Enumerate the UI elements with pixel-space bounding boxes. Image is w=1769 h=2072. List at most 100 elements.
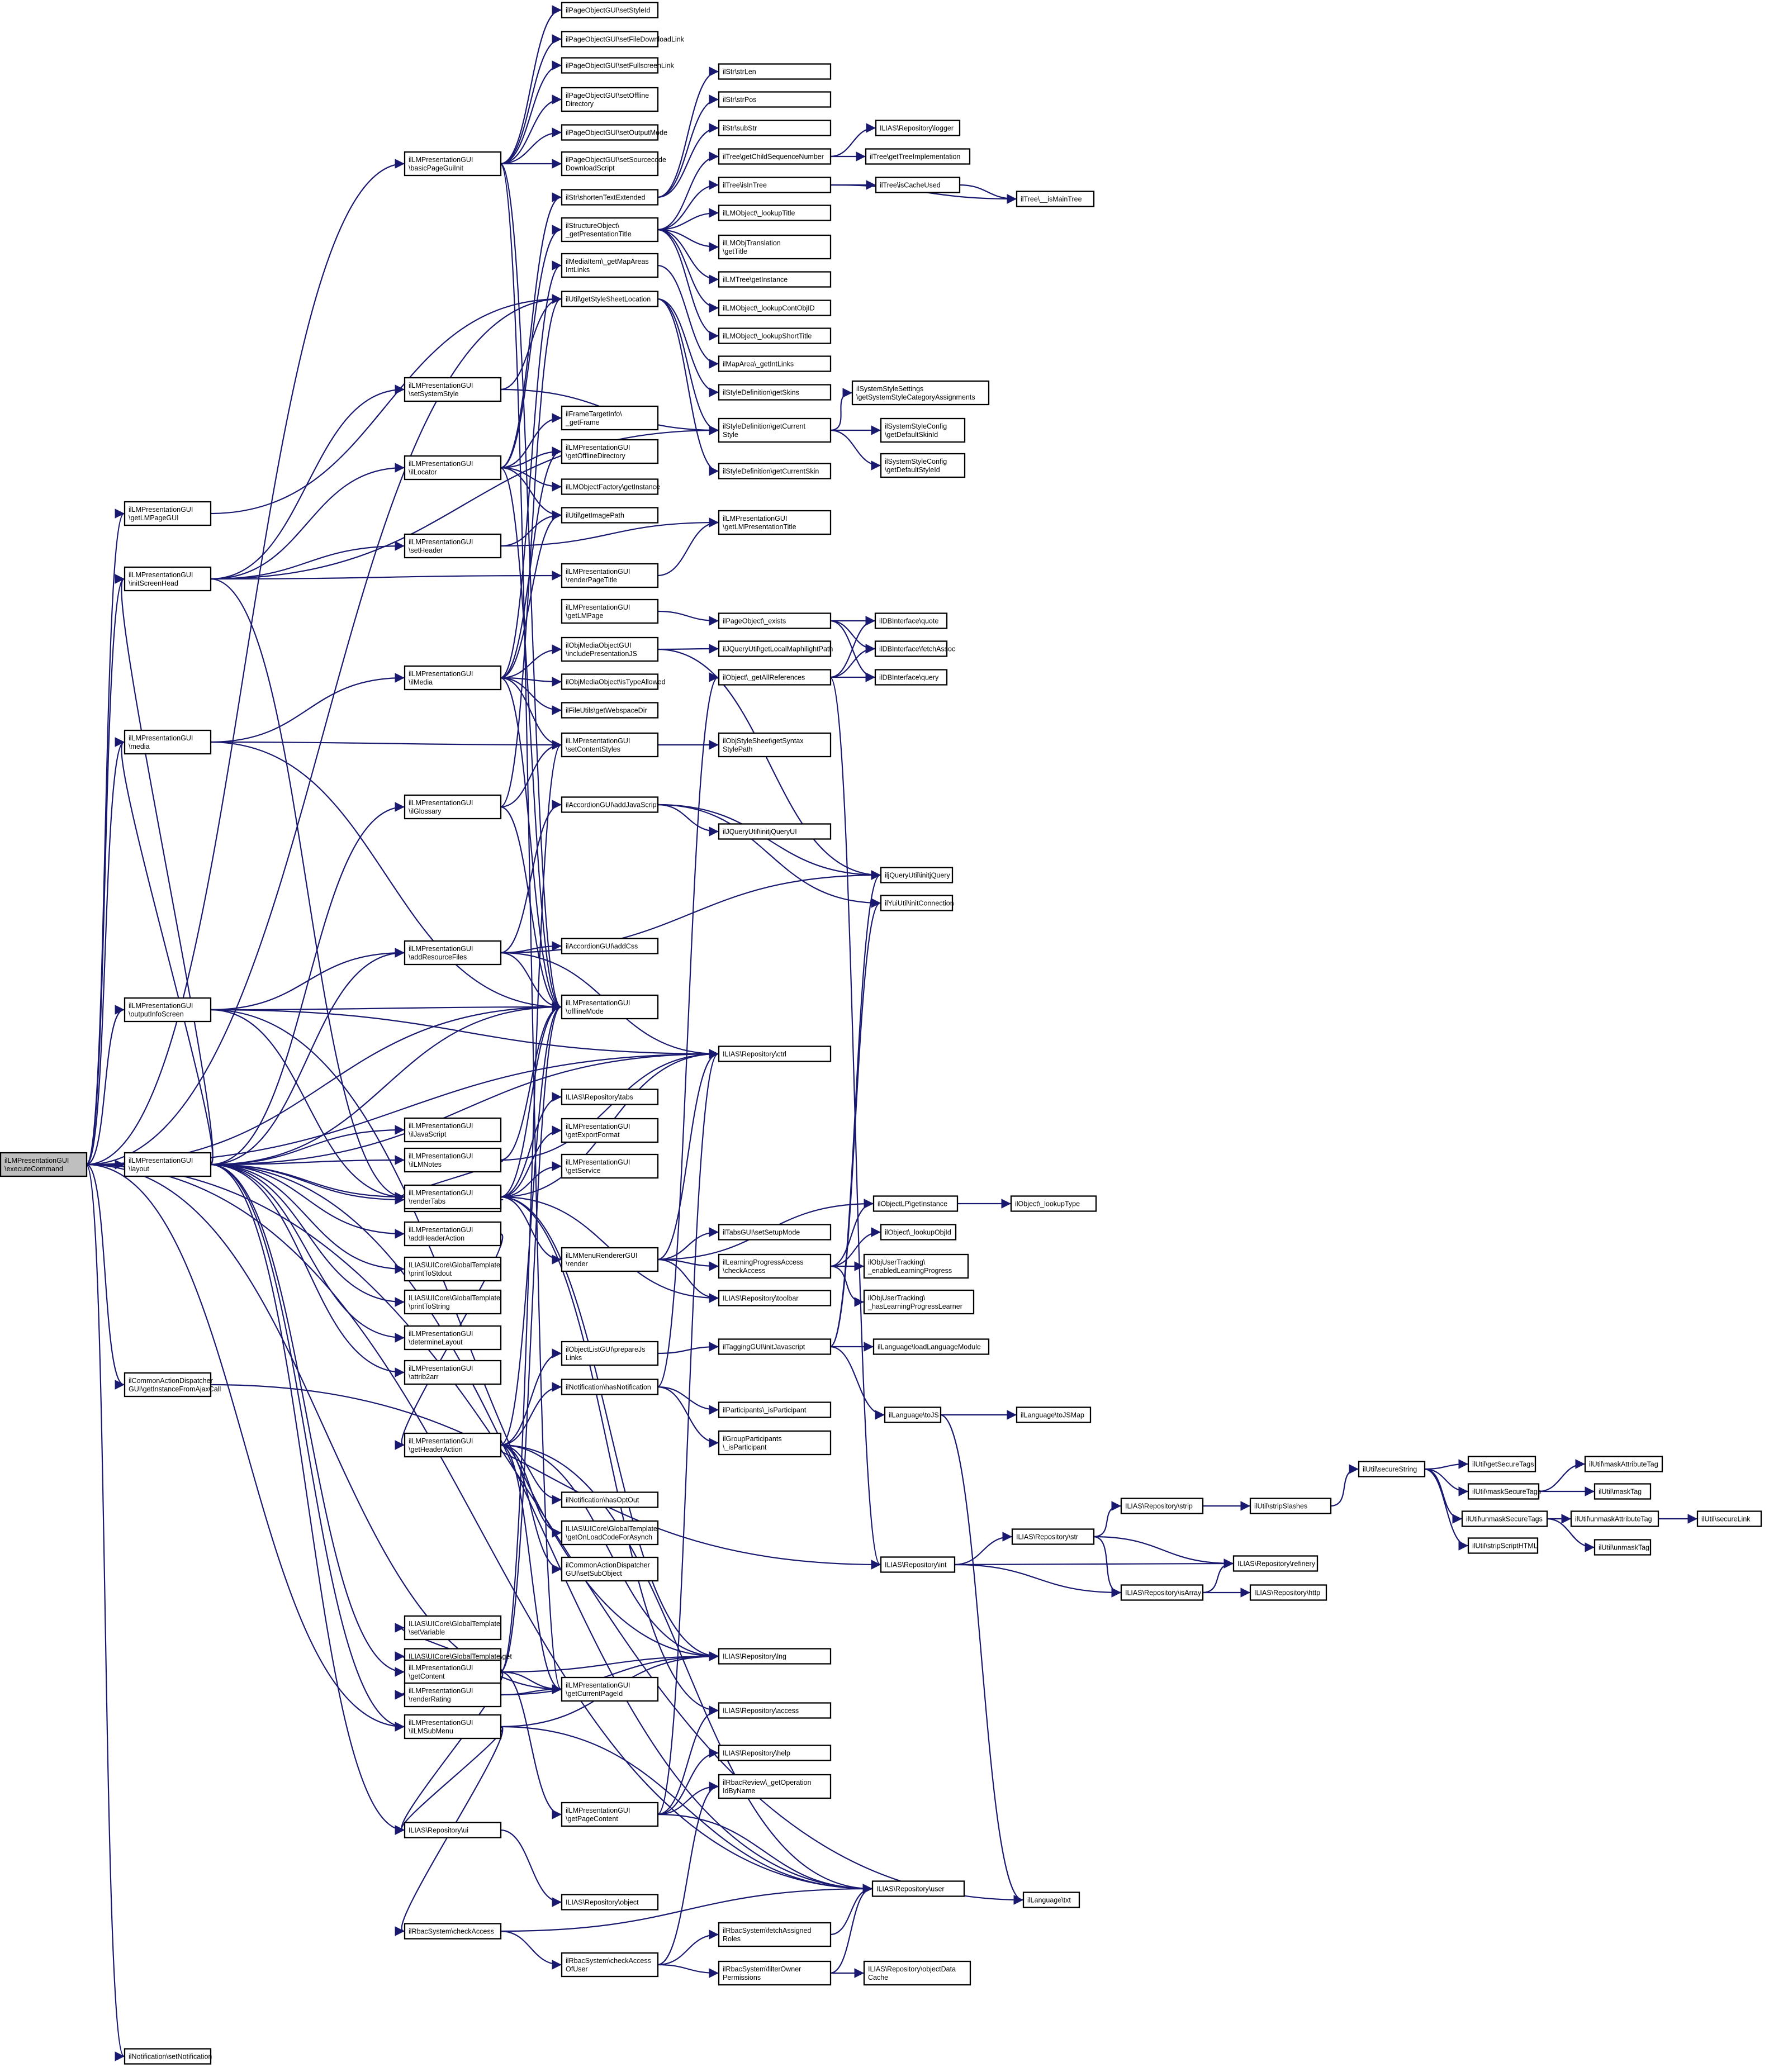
node-n61[interactable]: ilNotification\hasOptOut [561,1491,659,1508]
node-n95[interactable]: ILIAS\Repository\lng [718,1648,832,1665]
node-n76[interactable]: ilLMObject\_lookupContObjID [718,300,832,316]
node-n29[interactable]: ilLMPresentationGUI\ilLMSubMenu [404,1714,502,1740]
node-n1[interactable]: ilLMPresentationGUI\getLMPageGUI [124,501,212,526]
node-n116[interactable]: ilObjUserTracking\_hasLearningProgressLe… [863,1289,975,1315]
node-n18[interactable]: ILIAS\UICore\GlobalTemplate\printToStdou… [404,1256,502,1282]
node-n122[interactable]: ilLanguage\txt [1022,1892,1080,1908]
node-n78[interactable]: ilMapArea\_getIntLinks [718,355,832,372]
node-n103[interactable]: ilTree\isCacheUsed [875,177,961,193]
node-n109[interactable]: ilDBInterface\fetchAssoc [874,640,955,657]
node-n33[interactable]: ilPageObjectGUI\setFileDownloadLink [561,31,685,47]
node-n101[interactable]: ILIAS\Repository\logger [875,120,961,136]
node-n114[interactable]: ilObject\_lookupObjId [880,1224,957,1241]
node-n38[interactable]: ilStr\shortenTextExtended [561,189,659,206]
node-n106[interactable]: ilSystemStyleConfig\getDefaultSkinId [880,417,966,443]
node-n13[interactable]: ilLMPresentationGUI\ilGlossary [404,794,502,820]
node-n81[interactable]: ilStyleDefinition\getCurrentSkin [718,463,832,479]
node-n45[interactable]: ilUtil\getImagePath [561,507,659,524]
node-n113[interactable]: ilObjectLP\getInstance [872,1195,959,1212]
node-n120[interactable]: ILIAS\Repository\user [871,1880,965,1897]
node-n69[interactable]: ilStr\strPos [718,91,832,108]
node-n24[interactable]: ilLMPresentationGUI\getHeaderAction [404,1432,502,1458]
node-n139[interactable]: ilUtil\unmaskTag [1593,1539,1652,1556]
node-n22[interactable]: ilLMPresentationGUI\ilLMNotes [404,1147,502,1173]
node-n84[interactable]: ilJQueryUtil\getLocalMaphilightPath [718,640,833,657]
node-n51[interactable]: ilLMPresentationGUI\setContentStyles [561,732,659,758]
node-n129[interactable]: ILIAS\Repository\http [1249,1584,1327,1601]
node-n115[interactable]: ilObjUserTracking\_enabledLearningProgre… [863,1253,969,1279]
node-n133[interactable]: ilUtil\maskSecureTags [1467,1483,1541,1500]
node-n10[interactable]: ilLMPresentationGUI\ilLocator [404,455,502,481]
node-n140[interactable]: ilUtil\secureLink [1696,1510,1762,1527]
node-n77[interactable]: ilLMObject\_lookupShortTitle [718,327,832,344]
node-n88[interactable]: ILIAS\Repository\ctrl [718,1045,832,1062]
node-n117[interactable]: ilLanguage\loadLanguageModule [872,1338,990,1355]
node-n127[interactable]: ILIAS\Repository\strip [1120,1498,1204,1514]
node-n56[interactable]: ilLMPresentationGUI\getExportFormat [561,1118,659,1143]
node-n28[interactable]: ilLMPresentationGUI\renderRating [404,1682,502,1708]
node-n94[interactable]: ilGroupParticipants\_isParticipant [718,1430,832,1456]
node-n136[interactable]: ilUtil\maskAttributeTag [1584,1456,1663,1472]
node-n72[interactable]: ilTree\isInTree [718,177,832,193]
node-n19[interactable]: ILIAS\UICore\GlobalTemplate\printToStrin… [404,1289,502,1315]
node-n47[interactable]: ilLMPresentationGUI\getLMPage [561,598,659,624]
node-n79[interactable]: ilStyleDefinition\getSkins [718,384,832,401]
node-n43[interactable]: ilLMPresentationGUI\getOfflineDirectory [561,439,659,464]
node-n93[interactable]: ilParticipants\_isParticipant [718,1401,832,1418]
node-n74[interactable]: ilLMObjTranslation\getTitle [718,234,832,260]
node-n48[interactable]: ilObjMediaObjectGUI\includePresentationJ… [561,636,659,662]
node-n15[interactable]: ilLMPresentationGUI\ilJavaScript [404,1117,502,1143]
node-n21[interactable]: ilLMPresentationGUI\attrib2arr [404,1360,502,1385]
node-n89[interactable]: ilTabsGUI\setSetupMode [718,1224,832,1241]
node-n105[interactable]: ilSystemStyleSettings\getSystemStyleCate… [851,380,990,406]
node-n85[interactable]: ilObject\_getAllReferences [718,669,832,686]
node-n92[interactable]: ilTaggingGUI\initJavascript [718,1338,832,1355]
node-n32[interactable]: ilPageObjectGUI\setStyleId [561,2,659,18]
node-n50[interactable]: ilFileUtils\getWebspaceDir [561,702,659,719]
node-n87[interactable]: ilJQueryUtil\initjQueryUI [718,823,832,840]
node-n130[interactable]: ilUtil\stripSlashes [1249,1498,1332,1514]
node-n4[interactable]: ilLMPresentationGUI\outputInfoScreen [124,997,212,1023]
node-n30[interactable]: ILIAS\Repository\ui [404,1822,502,1838]
node-n5[interactable]: ilLMPresentationGUI\layout [124,1152,212,1177]
node-n53[interactable]: ilAccordionGUI\addCss [561,938,659,954]
node-n104[interactable]: ilTree\__isMainTree [1016,191,1095,207]
node-n11[interactable]: ilLMPresentationGUI\setHeader [404,533,502,559]
node-n34[interactable]: ilPageObjectGUI\setFullscreenLink [561,57,675,74]
node-n134[interactable]: ilUtil\unmaskSecureTags [1461,1510,1548,1527]
node-n20[interactable]: ilLMPresentationGUI\determineLayout [404,1325,502,1351]
node-n107[interactable]: ilSystemStyleConfig\getDefaultStyleId [880,453,966,478]
node-n31[interactable]: ilRbacSystem\checkAccess [404,1923,502,1940]
node-n27[interactable]: ilLMPresentationGUI\getContent [404,1659,502,1685]
node-n102[interactable]: ilTree\getTreeImplementation [865,148,971,165]
node-n64[interactable]: ilLMPresentationGUI\getCurrentPageId [561,1676,659,1702]
node-n12[interactable]: ilLMPresentationGUI\ilMedia [404,665,502,691]
node-n7[interactable]: ilNotification\setNotification [124,2048,212,2065]
node-n82[interactable]: ilLMPresentationGUI\getLMPresentationTit… [718,510,832,535]
node-n54[interactable]: ilLMPresentationGUI\offlineMode [561,994,659,1020]
node-n108[interactable]: ilDBInterface\quote [874,612,948,629]
node-n83[interactable]: ilPageObject\_exists [718,612,832,629]
node-n2[interactable]: ilLMPresentationGUI\initScreenHead [124,566,212,592]
node-n138[interactable]: ilUtil\unmaskAttributeTag [1570,1510,1659,1527]
node-n70[interactable]: ilStr\subStr [718,120,832,136]
node-n119[interactable]: ILIAS\Repository\int [880,1556,956,1573]
node-n125[interactable]: ILIAS\Repository\str [1011,1528,1095,1545]
node-n9[interactable]: ilLMPresentationGUI\setSystemStyle [404,377,502,402]
node-n96[interactable]: ILIAS\Repository\access [718,1702,832,1719]
node-n110[interactable]: ilDBInterface\query [874,669,948,686]
node-n42[interactable]: ilFrameTargetInfo\_getFrame [561,405,659,431]
node-n111[interactable]: iljQueryUtil\initjQuery [880,867,954,883]
node-n65[interactable]: ilLMPresentationGUI\getPageContent [561,1802,659,1827]
node-n123[interactable]: ilObject\_lookupType [1010,1195,1097,1212]
node-n71[interactable]: ilTree\getChildSequenceNumber [718,148,832,165]
